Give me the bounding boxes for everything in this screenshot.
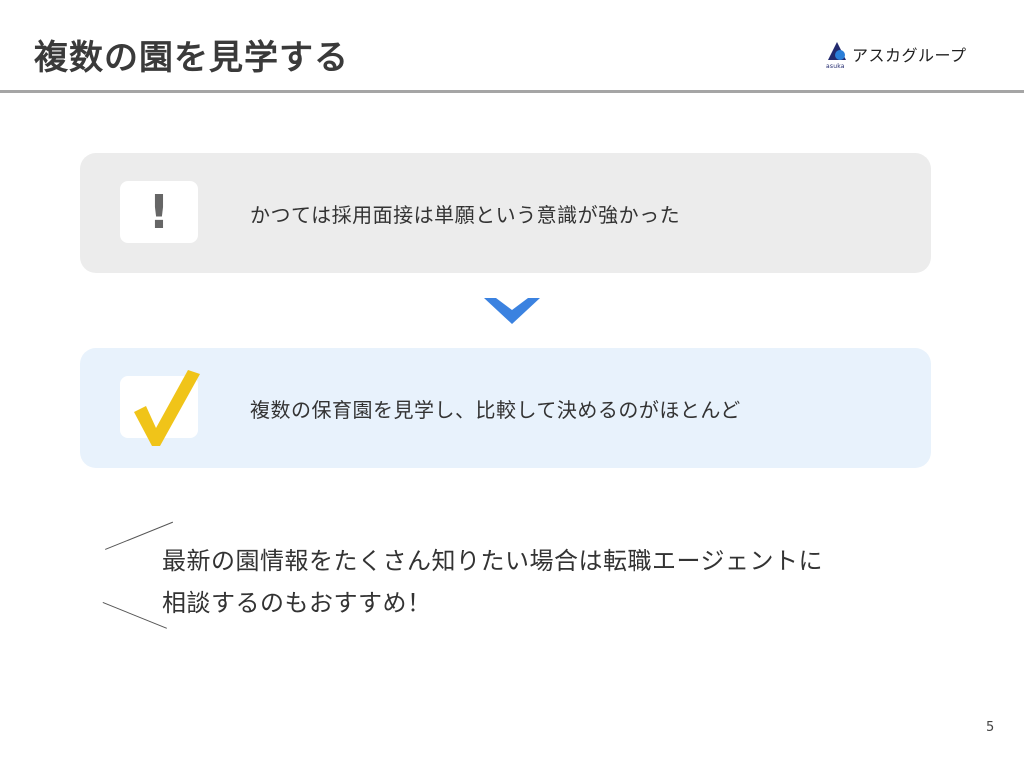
asuka-logo-icon: asuka [826,41,848,70]
recommendation-note: 最新の園情報をたくさん知りたい場合は転職エージェントに 相談するのもおすすめ！ [162,540,962,624]
page-number: 5 [986,720,995,735]
exclamation-tile: ! [120,181,198,243]
before-panel: ! かつては採用面接は単願という意識が強かった [80,153,931,273]
note-line-2: 相談するのもおすすめ！ [162,589,432,617]
checkmark-icon [134,370,200,446]
quote-line-bottom [102,602,167,629]
note-line-1: 最新の園情報をたくさん知りたい場合は転職エージェントに [162,547,824,575]
title-divider [0,90,1024,93]
after-text: 複数の保育園を見学し、比較して決めるのがほとんど [250,397,741,422]
after-panel: 複数の保育園を見学し、比較して決めるのがほとんど [80,348,931,468]
logo-name: アスカグループ [852,46,967,65]
exclamation-icon: ! [148,185,170,239]
checkmark-tile [120,370,200,446]
logo-subtext: asuka [826,63,845,70]
chevron-down-icon [484,298,540,324]
slide-title: 複数の園を見学する [34,38,349,78]
before-text: かつては採用面接は単願という意識が強かった [250,202,681,227]
company-logo: asuka アスカグループ [826,40,967,70]
